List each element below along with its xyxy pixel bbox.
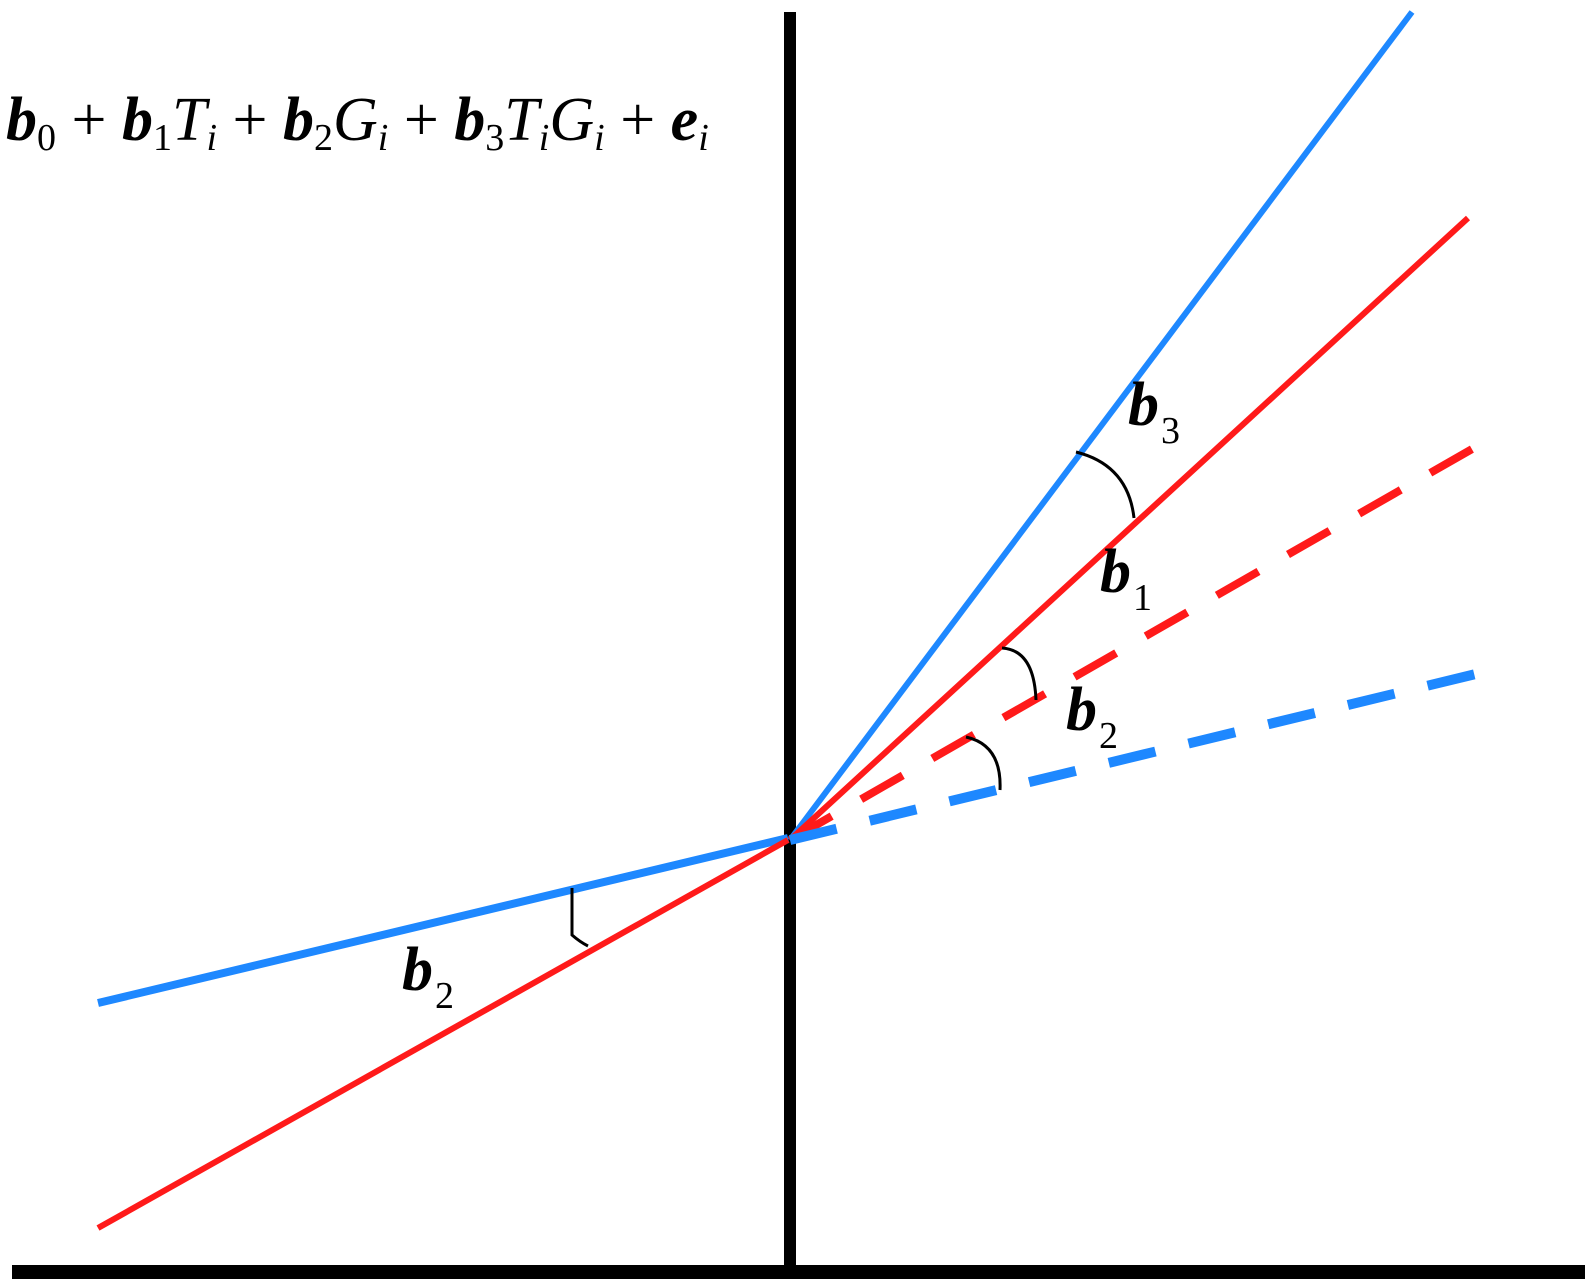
blue-line-left-solid — [97, 834, 789, 1007]
red-line-right-solid — [787, 215, 1471, 843]
blue-line-right-solid — [787, 10, 1415, 842]
blue-line-right-dashed — [788, 668, 1482, 845]
beta2-left-angle-arc — [570, 888, 589, 948]
regression-equation: b0 + b1Ti + b2Gi + b3TiGi + ei — [6, 86, 709, 159]
label-beta1: b1 — [1100, 538, 1152, 619]
beta3-angle-arc — [1075, 450, 1136, 519]
red-line-right-dashed — [788, 433, 1495, 844]
beta2-right-angle-arc — [965, 735, 1002, 791]
label-beta2-right: b2 — [1066, 676, 1118, 757]
red-line-left-solid — [96, 837, 790, 1231]
label-beta3: b3 — [1128, 371, 1180, 452]
label-beta2-left: b2 — [402, 936, 454, 1017]
beta1-angle-arc — [1001, 646, 1038, 701]
